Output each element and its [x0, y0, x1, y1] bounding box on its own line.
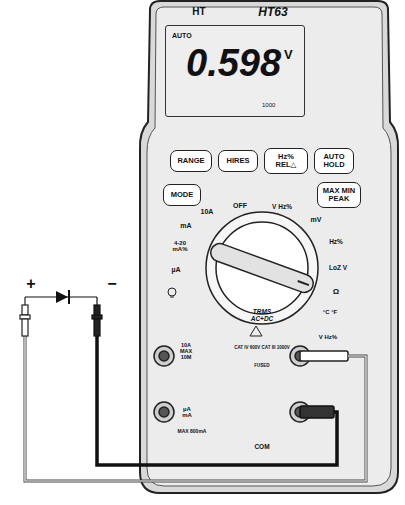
black-lead-plug [300, 406, 334, 418]
10a-terminal-label: 10A MAX 10M [175, 343, 197, 360]
auto-hold-button: AUTO HOLD [314, 148, 354, 174]
input-terminals [154, 346, 310, 422]
hires-button: HIRES [218, 150, 258, 172]
button-label: AUTO HOLD [318, 153, 350, 170]
button-label: Hz% [278, 153, 294, 161]
dial-10a: 10A [201, 208, 214, 215]
dial-hz-percent: Hz% [326, 239, 346, 246]
unit-symbol: V [284, 48, 293, 61]
dial-ma: mA [180, 222, 191, 229]
warning-triangle [250, 326, 262, 336]
reading-value: 0.598 [186, 44, 281, 82]
positive-test-lead-core [25, 336, 366, 481]
meter-housing [140, 1, 398, 493]
positive-probe [20, 297, 30, 336]
negative-sign: − [107, 276, 116, 293]
button-label: RANGE [177, 157, 204, 165]
lcd-display: AUTO 0.598V 1000 [165, 25, 305, 117]
range-button: RANGE [170, 150, 212, 172]
trms-marking: TRMS AC+DC [245, 309, 279, 323]
button-label: REL△ [276, 161, 297, 169]
dial-v-hz: V Hz% [271, 204, 293, 211]
dial-4-20ma: 4-20 mA% [167, 240, 193, 253]
v-hz-terminal-label: V Hz% [317, 334, 339, 340]
dial-off: OFF [233, 202, 247, 209]
fused-marking: FUSED [254, 364, 269, 369]
auto-indicator: AUTO [172, 32, 192, 39]
red-lead-plug [300, 351, 348, 361]
dial-mv: mV [311, 216, 322, 223]
lamp-icon [168, 288, 176, 297]
max-current-label: MAX 800mA [177, 429, 207, 434]
positive-test-lead [25, 336, 366, 481]
button-label: MODE [171, 191, 194, 199]
dial-temperature: °C °F [323, 309, 337, 315]
max-min-peak-button: MAX MIN PEAK [317, 182, 361, 208]
negative-test-lead [97, 336, 337, 465]
negative-probe [92, 297, 102, 336]
dial-loz-v: LoZ V [328, 265, 348, 272]
ua-ma-terminal-label: µA mA [178, 406, 196, 419]
dial-ohm: Ω [333, 288, 339, 296]
dial-ua: µA [171, 266, 180, 273]
range-indicator: 1000 [262, 102, 275, 108]
front-panel [147, 7, 391, 486]
com-terminal-label: COM [254, 444, 269, 451]
category-rating: CAT IV 600V CAT III 1000V [234, 346, 290, 351]
model-name: HT63 [258, 6, 287, 19]
button-label: HIRES [227, 157, 250, 165]
positive-sign: + [26, 276, 35, 293]
hz-rel-button: Hz%REL△ [264, 148, 308, 174]
brand-logo: HT [192, 7, 205, 18]
dial-knob [208, 241, 316, 295]
mode-button: MODE [163, 184, 201, 206]
rotary-dial-ring [206, 212, 318, 324]
diode-symbol [56, 290, 69, 304]
button-label: MAX MIN PEAK [321, 187, 357, 204]
